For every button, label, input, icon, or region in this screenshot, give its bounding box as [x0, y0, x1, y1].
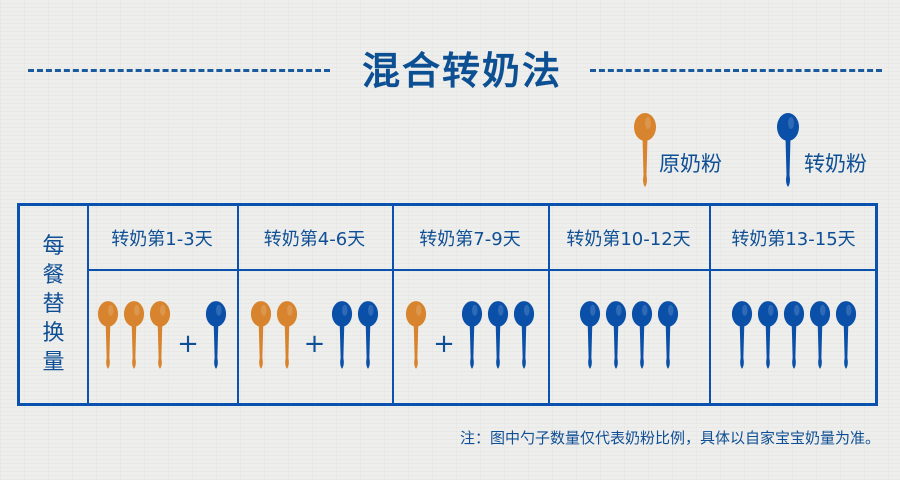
- footnote: 注：图中勺子数量仅代表奶粉比例，具体以自家宝宝奶量为准。: [459, 429, 880, 447]
- original-spoon-icon: [274, 299, 300, 375]
- new-spoon-icon: [833, 299, 859, 375]
- new-spoon-icon: [511, 299, 537, 375]
- column-divider: [237, 206, 239, 403]
- new-spoon-icon: [629, 299, 655, 375]
- original-spoon-icon: [147, 299, 173, 375]
- legend-new-label: 转奶粉: [804, 152, 867, 176]
- new-spoon-icon: [329, 299, 355, 375]
- row-header-char: 换: [42, 321, 65, 346]
- original-spoon-icon: [248, 299, 274, 375]
- replacement-table: 每餐替换量 转奶第1-3天 + 转奶第4-6天 + 转奶第7-9天 + 转奶第10-12天 转…: [17, 203, 878, 406]
- row-header: 每餐替换量: [20, 206, 87, 403]
- column-header: 转奶第10-12天: [566, 228, 691, 250]
- column-header: 转奶第7-9天: [419, 228, 521, 250]
- title-dash-left: [28, 69, 330, 72]
- page-title: 混合转奶法: [361, 49, 562, 93]
- column-divider: [87, 206, 89, 403]
- column-header: 转奶第1-3天: [111, 228, 213, 250]
- column-header: 转奶第4-6天: [263, 228, 366, 250]
- new-spoon-icon: [577, 299, 603, 375]
- legend-original-label: 原奶粉: [659, 152, 722, 176]
- column-divider: [392, 206, 394, 403]
- new-spoon-icon: [807, 299, 833, 375]
- plus-sign: +: [177, 329, 199, 359]
- title-dash-right: [590, 69, 882, 72]
- plus-sign: +: [303, 329, 326, 359]
- row-header-char: 量: [42, 350, 65, 375]
- spoon-cell: [548, 271, 709, 403]
- header-divider: [87, 269, 875, 271]
- spoon-cell: [709, 271, 878, 403]
- new-spoon-icon: [603, 299, 629, 375]
- legend-original-spoon-icon: [633, 108, 657, 196]
- new-spoon-icon: [203, 299, 229, 375]
- column-header: 转奶第13-15天: [731, 228, 856, 250]
- new-spoon-icon: [355, 299, 381, 375]
- column-divider: [548, 206, 550, 403]
- row-header-char: 每: [42, 234, 65, 259]
- spoon-cell: +: [392, 271, 548, 403]
- new-spoon-icon: [781, 299, 807, 375]
- legend-new-spoon-icon: [776, 108, 800, 196]
- spoon-cell: +: [87, 271, 237, 403]
- new-spoon-icon: [755, 299, 781, 375]
- original-spoon-icon: [95, 299, 121, 375]
- spoon-cell: +: [237, 271, 392, 403]
- original-spoon-icon: [403, 299, 429, 375]
- plus-sign: +: [433, 329, 455, 359]
- new-spoon-icon: [655, 299, 681, 375]
- new-spoon-icon: [485, 299, 511, 375]
- new-spoon-icon: [729, 299, 755, 375]
- original-spoon-icon: [121, 299, 147, 375]
- row-header-char: 替: [42, 292, 65, 317]
- row-header-char: 餐: [42, 263, 65, 288]
- new-spoon-icon: [459, 299, 485, 375]
- column-divider: [709, 206, 711, 403]
